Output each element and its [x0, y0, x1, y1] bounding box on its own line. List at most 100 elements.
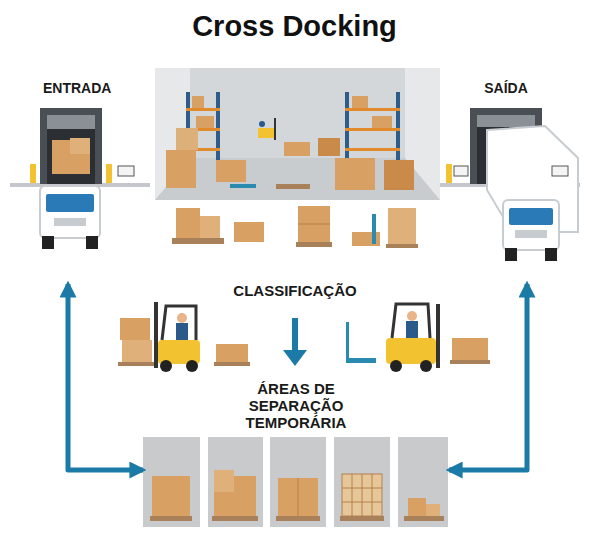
wheel	[160, 360, 172, 372]
forklift-cage	[392, 304, 430, 338]
pallet-jack	[230, 184, 256, 188]
box-stack	[52, 154, 90, 174]
box	[176, 208, 200, 238]
outbound-dock	[446, 108, 578, 261]
pallet-jack	[372, 214, 376, 244]
box-stack	[278, 478, 318, 516]
box-stack	[452, 338, 488, 360]
wheel	[390, 360, 402, 372]
pallet-jack	[346, 358, 376, 363]
box	[318, 138, 340, 156]
box	[234, 222, 264, 242]
box-stack	[298, 206, 330, 242]
operator-body	[406, 321, 418, 338]
dock-sign	[454, 166, 468, 176]
inbound-dock	[30, 108, 134, 249]
trailer	[487, 126, 578, 232]
flow-arrow-shaft	[292, 318, 298, 352]
shutter	[477, 115, 535, 127]
box	[352, 96, 368, 108]
truck-cab	[503, 200, 559, 250]
pallet	[276, 184, 310, 189]
pallet-jack-handle	[346, 322, 349, 362]
bollard	[106, 164, 112, 183]
bin	[208, 437, 263, 527]
forklift-mast	[274, 118, 276, 140]
bollard	[30, 164, 36, 183]
dock-area: ÁREAS DE SEPARAÇÃO TEMPORÁRIA	[143, 380, 449, 528]
wheel	[505, 248, 517, 261]
box	[122, 340, 152, 362]
box	[176, 128, 198, 150]
forklift	[258, 128, 274, 138]
forklift-mast	[154, 302, 158, 368]
box-edge	[298, 478, 299, 516]
wheel	[42, 236, 54, 249]
diagram-title: Cross Docking	[0, 10, 589, 43]
dock-area: ENTRADA	[36, 80, 120, 284]
truck-cab	[40, 186, 100, 238]
shelf-beam	[186, 108, 220, 111]
pallet-row	[172, 206, 418, 248]
pallet	[386, 244, 418, 248]
box	[52, 140, 70, 154]
node-heading: SAÍDA	[450, 80, 562, 97]
node-heading: ÁREAS DE SEPARAÇÃO TEMPORÁRIA	[226, 380, 366, 431]
operator-head	[407, 311, 417, 321]
wheel	[186, 360, 198, 372]
box	[200, 216, 220, 238]
pallet	[404, 516, 444, 521]
box	[372, 116, 392, 128]
bin	[270, 437, 326, 527]
box	[426, 504, 440, 516]
dock-sign	[552, 166, 568, 176]
box-stack	[335, 158, 375, 190]
shutter	[47, 115, 95, 129]
wheel	[545, 248, 557, 261]
box-stack	[166, 150, 196, 188]
box	[234, 476, 256, 492]
staging-bins	[143, 437, 448, 527]
bin	[334, 437, 390, 527]
bin	[398, 437, 448, 527]
stage-label: CLASSIFICAÇÃO	[190, 282, 400, 299]
grille	[54, 218, 86, 226]
shelf-beam	[345, 108, 400, 111]
box-stack	[214, 492, 256, 516]
pallet	[276, 516, 320, 521]
windshield	[46, 194, 94, 212]
box	[192, 96, 204, 108]
pallet	[172, 238, 224, 244]
box	[408, 498, 426, 516]
forklift-cage	[162, 306, 196, 340]
box	[120, 318, 150, 340]
dock-area: SAÍDA	[450, 80, 562, 284]
crate	[342, 474, 382, 516]
forklift	[118, 302, 250, 372]
box-stack	[152, 476, 190, 516]
bollard	[446, 164, 452, 183]
forklift	[346, 304, 490, 372]
bin	[143, 437, 200, 527]
windshield	[509, 208, 553, 225]
crate-slats	[342, 474, 382, 516]
forklift-body	[386, 338, 436, 364]
node-heading: ENTRADA	[43, 80, 120, 97]
flow-connector	[68, 284, 143, 470]
box	[284, 142, 310, 156]
warehouse	[155, 68, 440, 200]
pallet	[212, 516, 258, 521]
floor	[155, 158, 440, 200]
box-stack	[216, 344, 248, 362]
dock-frame	[40, 108, 102, 184]
shelf-beam	[345, 148, 400, 151]
operator	[259, 121, 265, 127]
box-stack	[388, 208, 416, 244]
crate	[384, 160, 414, 190]
box-edge	[298, 224, 330, 225]
wheel	[420, 360, 432, 372]
pallet	[296, 242, 332, 247]
box	[196, 116, 214, 128]
